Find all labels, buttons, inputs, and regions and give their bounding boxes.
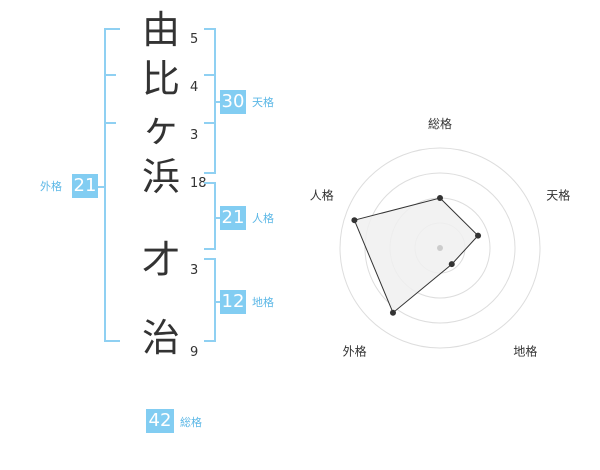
gaikaku-badge: 21 (72, 174, 98, 198)
name-char-1: 由 (141, 8, 180, 52)
radar-ring-3 (364, 172, 516, 324)
jinkaku-badge: 21 (220, 206, 246, 230)
radar-point-4 (389, 309, 396, 316)
name-char-2: 比 (141, 57, 180, 101)
radar-ring-4 (339, 147, 541, 349)
radar-point-5 (351, 217, 358, 224)
radar-polygon (353, 197, 479, 314)
radar-axis-label-1: 総格 (428, 116, 452, 131)
jinkaku-label: 人格 (252, 212, 274, 225)
radar-axis-label-3: 地格 (513, 344, 537, 359)
radar-axis-label-4: 外格 (343, 344, 367, 359)
radar-point-2 (475, 232, 482, 239)
stroke-count-2: 4 (190, 80, 199, 95)
stroke-count-6: 9 (190, 345, 199, 360)
radar-axis-label-2: 天格 (546, 188, 570, 203)
name-char-3: ヶ (141, 106, 180, 150)
stroke-count-1: 5 (190, 32, 199, 47)
gaikaku-label: 外格 (40, 180, 62, 193)
stroke-count-5: 3 (190, 263, 199, 278)
radar-axis-label-5: 人格 (310, 188, 334, 203)
tenkaku-badge: 30 (220, 90, 246, 114)
chikaku-badge: 12 (220, 290, 246, 314)
name-char-5: 才 (141, 238, 180, 282)
name-char-4: 浜 (141, 155, 180, 199)
radar-point-1 (437, 195, 443, 201)
tenkaku-label: 天格 (252, 96, 274, 109)
stroke-count-4: 18 (190, 176, 207, 191)
chikaku-label: 地格 (252, 296, 274, 309)
soukaku-label: 総格 (180, 416, 202, 429)
radar-point-3 (448, 261, 455, 268)
soukaku-badge: 42 (146, 409, 174, 433)
name-char-6: 治 (141, 316, 180, 360)
radar-center-dot (437, 245, 443, 251)
stroke-count-3: 3 (190, 128, 199, 143)
